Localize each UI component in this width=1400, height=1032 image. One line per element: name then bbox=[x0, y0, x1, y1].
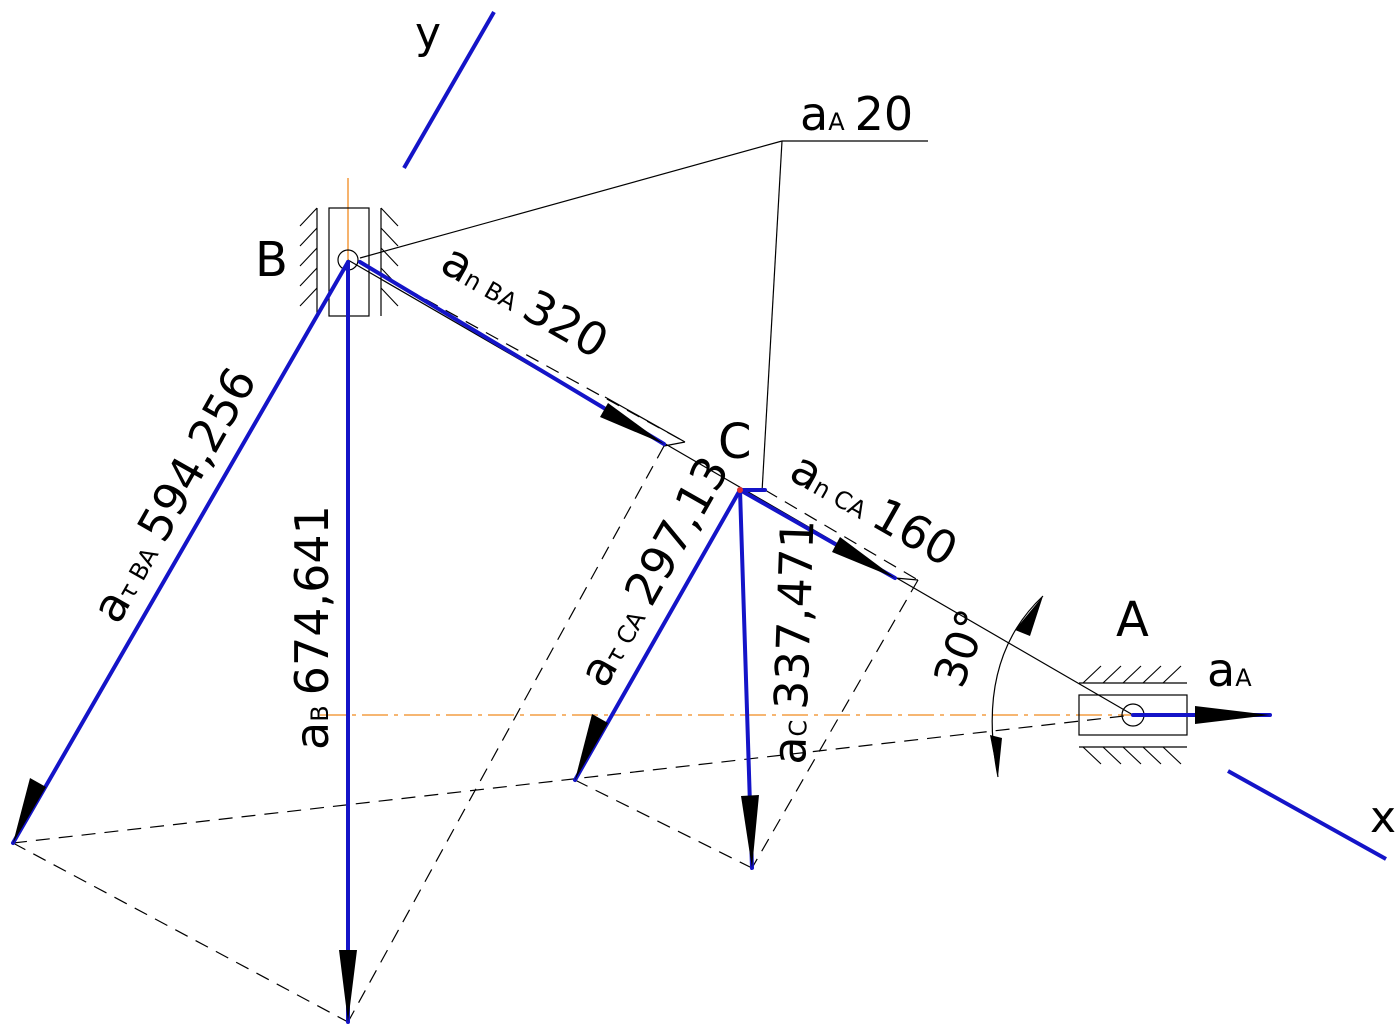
vector-anCA bbox=[738, 488, 897, 580]
aA-label: aA bbox=[1207, 643, 1252, 697]
anBA-label: an BA320 bbox=[433, 233, 618, 369]
vector-atBA bbox=[11, 260, 350, 845]
vector-aA bbox=[1131, 706, 1272, 724]
point-a-label: A bbox=[1116, 592, 1149, 648]
vector-atCA bbox=[573, 488, 742, 782]
point-c-marker bbox=[737, 487, 743, 493]
aC-label: aC337,471 bbox=[762, 518, 825, 765]
angle-30-arc bbox=[990, 595, 1044, 778]
y-axis-label: y bbox=[415, 8, 441, 59]
construction-lines bbox=[12, 445, 1134, 1023]
point-c-label: C bbox=[718, 414, 752, 470]
y-axis-line bbox=[402, 11, 496, 169]
x-axis-line bbox=[1227, 769, 1387, 861]
aA-scale-leader bbox=[359, 140, 928, 493]
x-axis-label: x bbox=[1370, 792, 1396, 843]
vector-aB bbox=[339, 260, 357, 1024]
vector-aC bbox=[738, 488, 759, 870]
vector-anBA bbox=[358, 260, 666, 446]
atBA-label: aτ BA594,256 bbox=[81, 358, 268, 631]
aB-label: aB674,641 bbox=[285, 505, 339, 750]
anCA-dim-line bbox=[764, 489, 919, 581]
anBA-end-tick bbox=[663, 441, 686, 447]
atCA-label: aτ CA297,13 bbox=[568, 447, 740, 695]
angle-30-label: 30° bbox=[924, 603, 999, 694]
point-b-label: B bbox=[255, 232, 288, 288]
